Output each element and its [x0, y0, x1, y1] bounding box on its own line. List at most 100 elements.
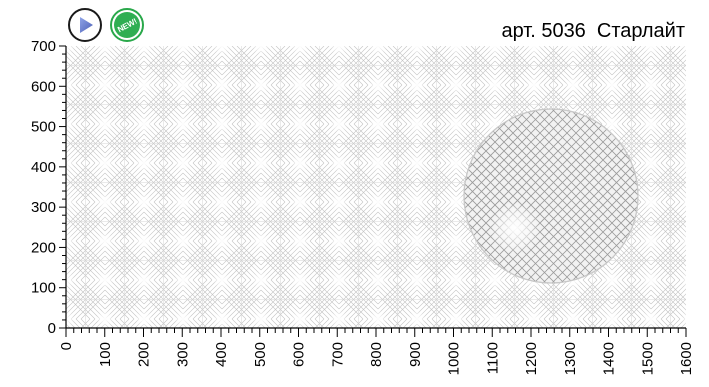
x-tick-label: 500 — [252, 342, 269, 367]
new-badge-icon: NEW! — [110, 8, 144, 42]
sparkle — [66, 232, 75, 250]
new-badge-inner: NEW! — [114, 12, 140, 38]
sparkle — [96, 310, 114, 328]
sparkle — [642, 193, 660, 211]
zoom-line — [500, 109, 638, 283]
x-tick-label: 1600 — [678, 342, 695, 375]
y-tick-label: 200 — [31, 239, 56, 256]
x-tick-label: 1000 — [446, 342, 463, 375]
y-tick-label: 400 — [31, 159, 56, 176]
sparkle — [369, 154, 387, 172]
zoom-line — [518, 109, 638, 283]
sparkle — [486, 271, 504, 289]
sparkle — [642, 271, 660, 289]
sparkle — [486, 46, 504, 55]
x-tick-label: 1500 — [639, 342, 656, 375]
sparkle — [213, 271, 231, 289]
sparkle — [213, 115, 231, 133]
sparkle — [252, 271, 270, 289]
play-triangle-icon — [80, 17, 93, 33]
header-icons: NEW! — [68, 8, 144, 42]
sparkle — [525, 76, 543, 94]
sparkle — [174, 76, 192, 94]
x-tick-label: 200 — [136, 342, 153, 367]
sparkle — [369, 310, 387, 328]
sparkle — [96, 154, 114, 172]
sparkle — [291, 193, 309, 211]
zoom-line — [527, 109, 638, 283]
sparkle — [291, 271, 309, 289]
sparkle — [252, 154, 270, 172]
x-tick-label: 100 — [97, 342, 114, 367]
sparkle — [330, 154, 348, 172]
y-tick-label: 100 — [31, 280, 56, 297]
sparkle — [642, 154, 660, 172]
sparkle — [252, 310, 270, 328]
play-icon[interactable] — [68, 8, 102, 42]
sparkle — [369, 271, 387, 289]
sparkle — [408, 310, 426, 328]
sparkle — [408, 193, 426, 211]
sparkle — [486, 76, 504, 94]
x-tick-label: 0 — [58, 342, 75, 350]
sparkle — [408, 46, 426, 55]
y-tick-label: 700 — [31, 38, 56, 55]
x-tick-label: 1200 — [523, 342, 540, 375]
zoom-line — [536, 109, 638, 283]
zoom-line — [527, 109, 638, 283]
sparkle — [408, 232, 426, 250]
sparkle — [135, 271, 153, 289]
sparkle — [252, 115, 270, 133]
sparkle — [66, 115, 75, 133]
sparkle — [447, 310, 465, 328]
article-title: арт. 5036 Старлайт — [501, 20, 685, 42]
sparkle — [447, 46, 465, 55]
sparkle — [252, 46, 270, 55]
sparkle — [564, 46, 582, 55]
sparkle — [135, 115, 153, 133]
sparkle — [66, 76, 75, 94]
zoom-line — [464, 109, 571, 283]
sparkle — [408, 76, 426, 94]
x-tick-label: 700 — [329, 342, 346, 367]
sparkle — [681, 310, 686, 328]
x-tick-label: 1300 — [562, 342, 579, 375]
sparkle — [564, 76, 582, 94]
sparkle — [96, 115, 114, 133]
x-tick-label: 1400 — [601, 342, 618, 375]
sparkle — [135, 193, 153, 211]
zoom-line — [464, 109, 562, 283]
sparkle — [213, 46, 231, 55]
sparkle — [66, 46, 75, 55]
sparkle — [447, 115, 465, 133]
sparkle — [681, 76, 686, 94]
sparkle — [174, 154, 192, 172]
sparkle — [330, 76, 348, 94]
sparkle — [66, 271, 75, 289]
sparkle — [135, 232, 153, 250]
sparkle — [486, 310, 504, 328]
y-tick-label: 600 — [31, 78, 56, 95]
sparkle — [681, 271, 686, 289]
sparkle — [213, 232, 231, 250]
sparkle — [447, 193, 465, 211]
sparkle — [66, 310, 75, 328]
sparkle-layer — [66, 46, 686, 328]
sparkle — [408, 115, 426, 133]
sparkle — [213, 310, 231, 328]
sparkle — [603, 271, 621, 289]
sparkle — [681, 154, 686, 172]
sparkle — [642, 76, 660, 94]
sparkle — [330, 232, 348, 250]
y-tick-label: 0 — [48, 320, 56, 337]
sparkle — [291, 46, 309, 55]
x-tick-label: 400 — [213, 342, 230, 367]
sparkle — [174, 310, 192, 328]
sparkle — [642, 115, 660, 133]
x-tick-label: 1100 — [484, 342, 501, 374]
sparkle — [603, 310, 621, 328]
sparkle — [135, 46, 153, 55]
zoom-line — [464, 109, 580, 283]
sparkle — [213, 76, 231, 94]
sparkle — [174, 115, 192, 133]
